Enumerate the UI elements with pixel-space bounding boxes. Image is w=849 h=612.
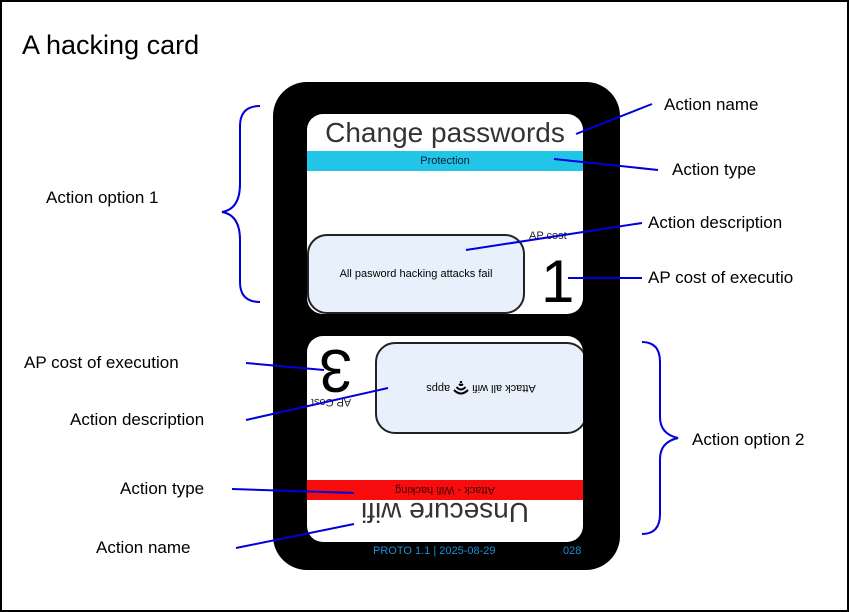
wifi-icon xyxy=(453,381,469,395)
card-footer: PROTO 1.1 | 2025-08-29 xyxy=(373,545,496,557)
connector-action-description-right xyxy=(465,222,643,251)
card-number: 028 xyxy=(563,545,582,557)
connector-action-description-left xyxy=(245,387,389,421)
label-action-name-left: Action name xyxy=(96,538,191,557)
right-brace xyxy=(641,341,679,535)
action-1-ap-value: 1 xyxy=(541,248,575,314)
label-action-option-1: Action option 1 xyxy=(46,188,159,207)
label-action-name-right: Action name xyxy=(664,95,759,114)
label-action-option-2: Action option 2 xyxy=(692,430,805,449)
label-ap-cost-left: AP cost of execution xyxy=(24,353,179,372)
label-action-type-right: Action type xyxy=(672,160,757,179)
action-option-2-panel: Attack all wifi apps AP Cost 3 Attack - … xyxy=(307,336,583,542)
diagram-title: A hacking card xyxy=(22,30,200,60)
connector-action-name-left xyxy=(235,523,355,549)
connector-action-type-left xyxy=(231,488,355,494)
left-brace xyxy=(221,105,261,303)
action-2-description: Attack all wifi apps xyxy=(375,342,583,434)
action-1-type-bar: Protection xyxy=(307,151,583,171)
action-1-name: Change passwords xyxy=(325,117,565,148)
connector-ap-cost-left xyxy=(245,362,325,371)
connector-action-name-right xyxy=(575,103,653,135)
label-action-description-left: Action description xyxy=(70,410,205,429)
label-action-description-right: Action description xyxy=(648,213,783,232)
label-ap-cost-right: AP cost of executio xyxy=(648,268,794,287)
label-action-type-left: Action type xyxy=(120,479,205,498)
connector-action-type-right xyxy=(553,158,659,171)
